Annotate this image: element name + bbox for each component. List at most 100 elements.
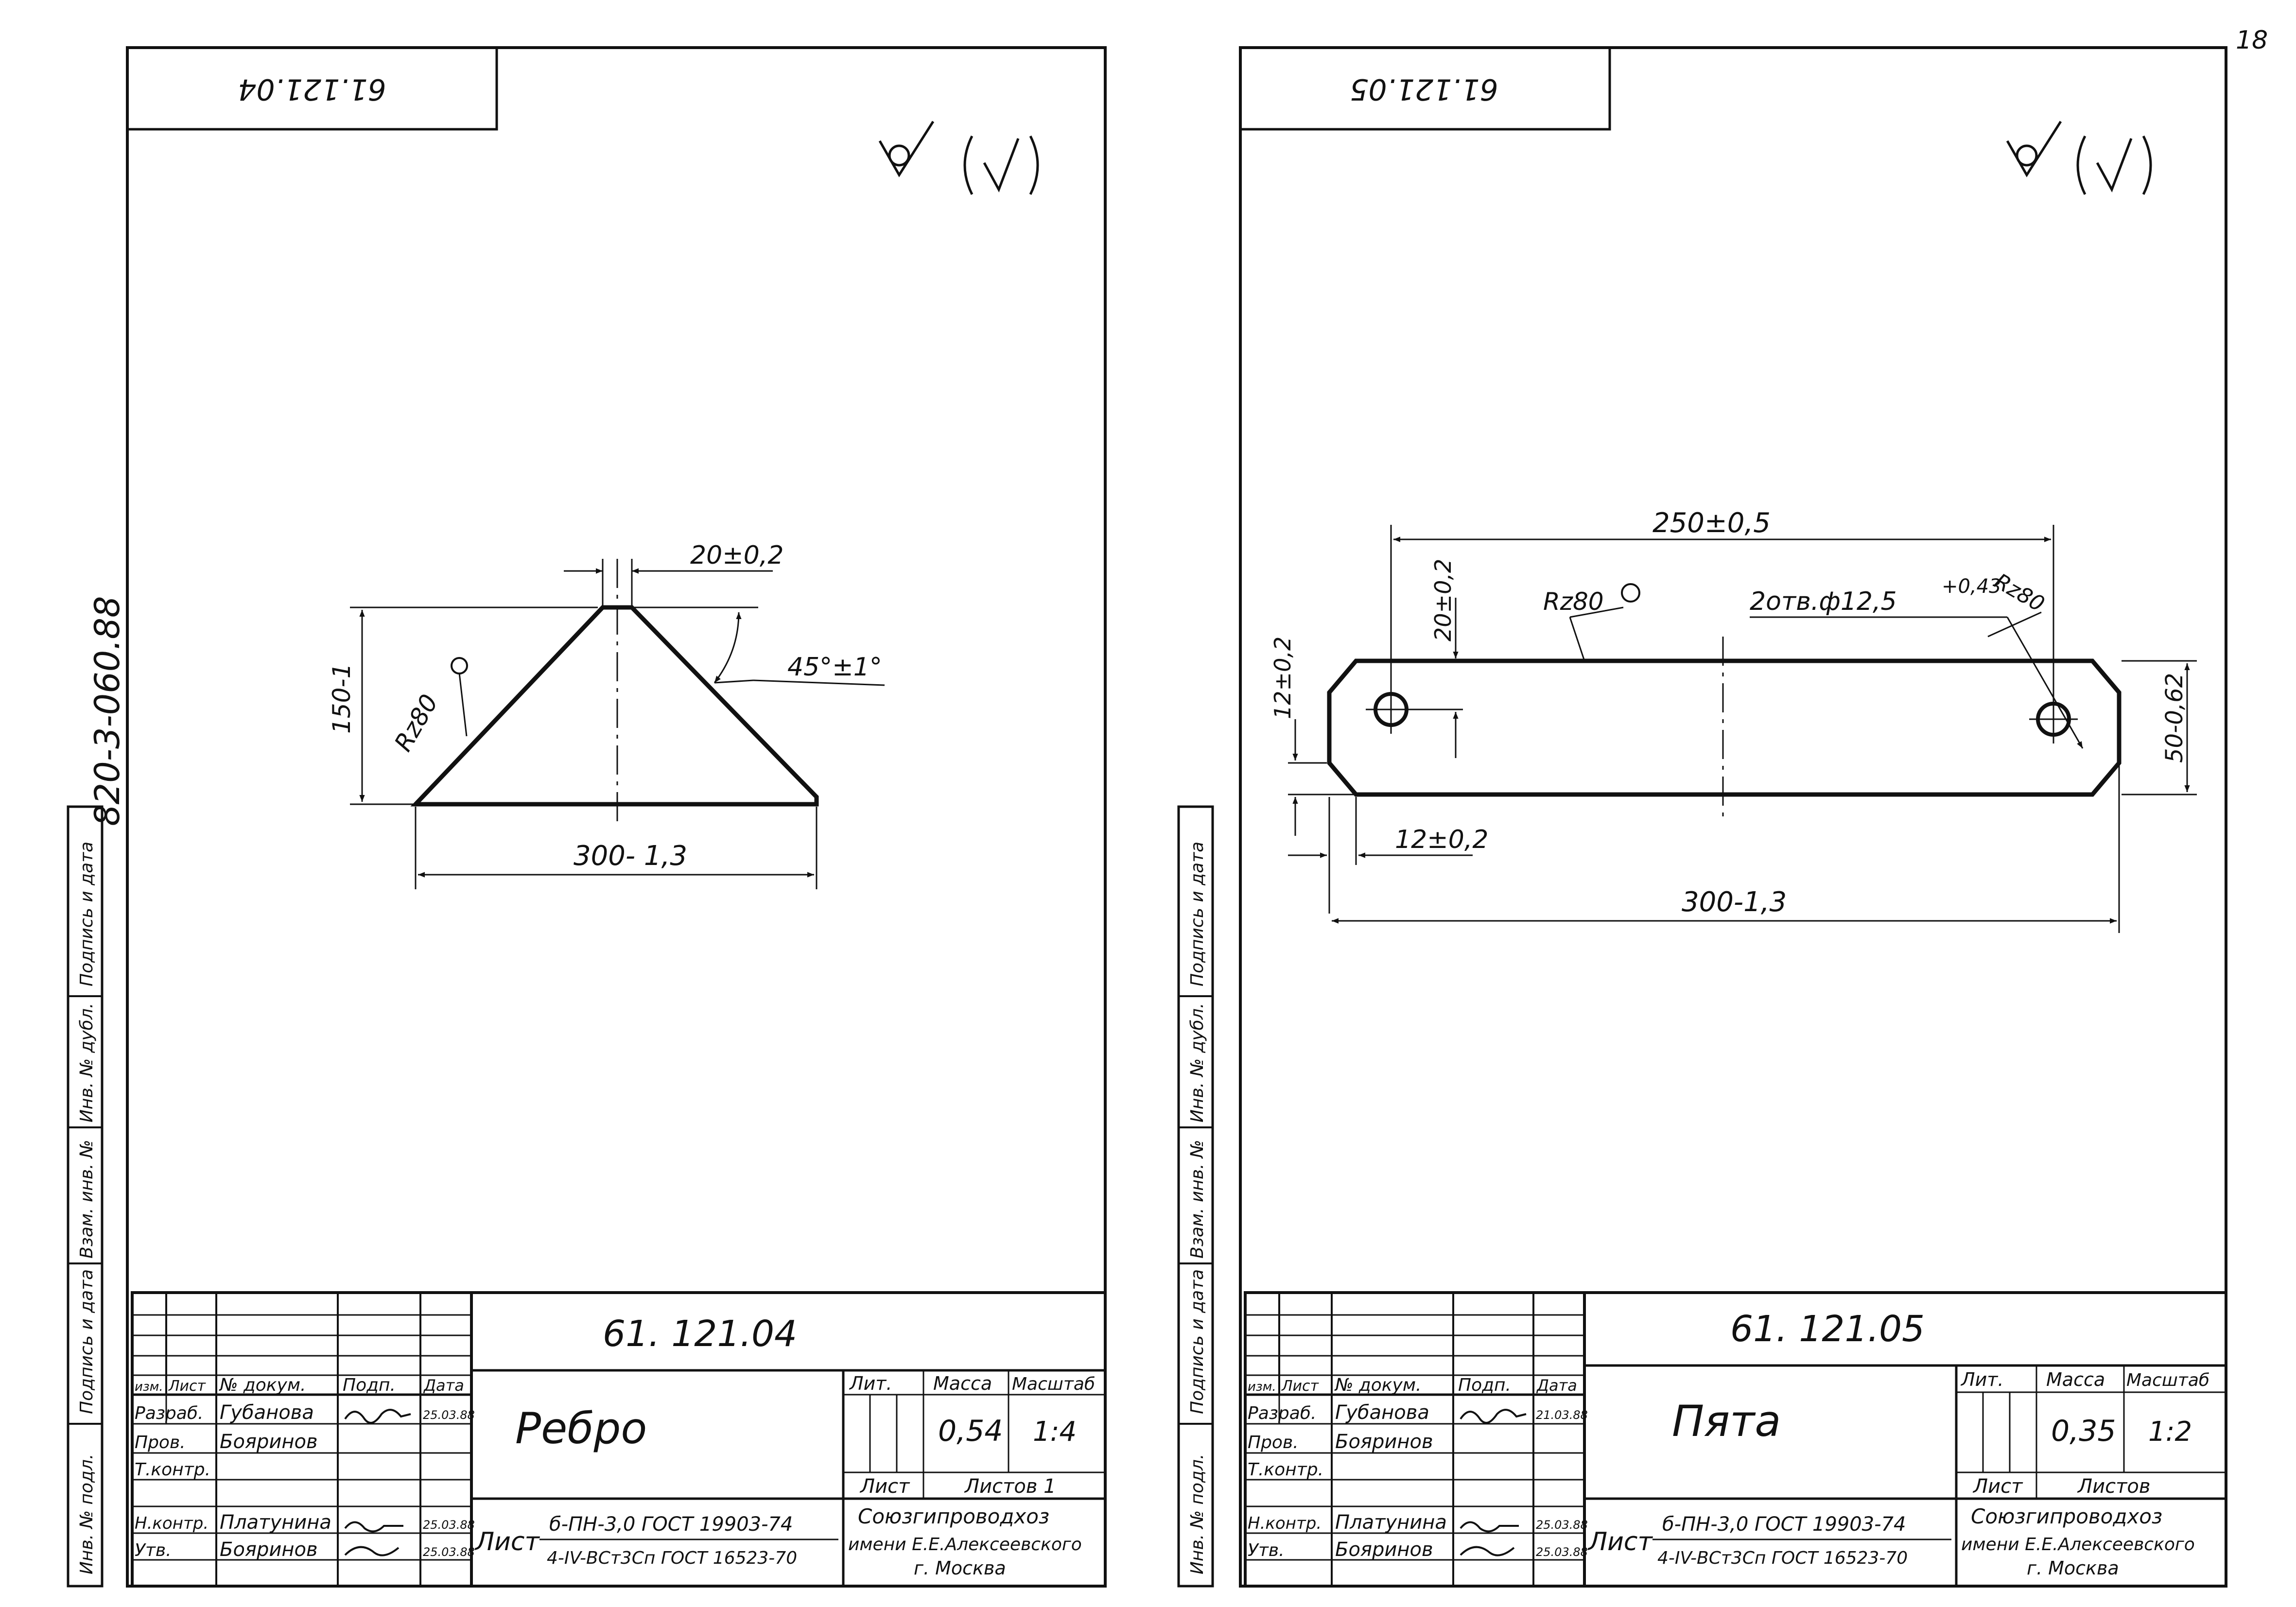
tb-material-top: б-ПН-3,0 ГОСТ 19903-74 <box>549 1513 793 1536</box>
dim-roughness-top: Rz80 <box>1543 588 1604 616</box>
side-vzam-inv: Взам. инв. № <box>77 1140 97 1259</box>
side-stamp: Подпись и дата Инв. № дубл. Взам. инв. №… <box>67 805 104 1588</box>
tb-mass: 0,54 <box>938 1414 1003 1448</box>
tb-material-prefix: Лист <box>1587 1527 1653 1556</box>
sheet-left: 61.121.04 820-3-060.88 Подпись и дата Ин… <box>67 46 1107 1588</box>
tb-lit-label: Лит. <box>1960 1369 2004 1390</box>
tb-role-5: Утв. <box>135 1540 172 1560</box>
tb-role-4: Н.контр. <box>135 1514 209 1533</box>
tb-designation: 61. 121.04 <box>603 1313 797 1355</box>
tb-date-4: 25.03.88 <box>1536 1518 1588 1532</box>
signature-1 <box>344 1409 411 1424</box>
tb-date-5: 25.03.88 <box>423 1545 475 1559</box>
dim-height: 150-1 <box>328 663 356 734</box>
tb-person-4: Платунина <box>1335 1511 1447 1534</box>
side-podpis-2: Подпись и дата <box>1187 1269 1207 1414</box>
signature-3 <box>1460 1546 1515 1556</box>
corner-code-box <box>126 46 498 131</box>
tb-hdr-date: Дата <box>423 1376 464 1395</box>
tb-hdr-podp: Подп. <box>1458 1375 1511 1395</box>
tb-designation: 61. 121.05 <box>1730 1308 1925 1350</box>
signature-2 <box>344 1521 403 1533</box>
tb-mass-label: Масса <box>2046 1369 2105 1390</box>
tb-org-2: имени Е.Е.Алексеевского <box>848 1535 1082 1555</box>
side-inv-dubl: Инв. № дубл. <box>1187 1003 1207 1123</box>
dim-left-vertical: 12±0,2 <box>1270 637 1296 719</box>
side-inv-podl: Инв. № подл. <box>77 1454 97 1574</box>
side-inv-dubl: Инв. № дубл. <box>77 1003 97 1123</box>
tb-org-3: г. Москва <box>914 1557 1006 1579</box>
tb-hdr-list: Лист <box>1281 1378 1320 1395</box>
tb-sheet-label: Лист <box>859 1475 910 1498</box>
tb-sheets-label: Листов 1 <box>964 1475 1056 1498</box>
tb-hdr-doc: № докум. <box>219 1375 306 1395</box>
title-block-left: 61. 121.04 Ребро изм. Лист № докум. Подп… <box>131 1291 1107 1588</box>
signature-2 <box>1460 1521 1519 1533</box>
dim-holes: 2отв.ф12,5 <box>1750 587 1897 616</box>
side-podpis-1: Подпись и дата <box>1187 842 1207 986</box>
tb-date-4: 25.03.88 <box>423 1518 475 1532</box>
dim-hole-offset-top: 20±0,2 <box>1430 559 1456 641</box>
tb-person-4: Платунина <box>220 1511 331 1534</box>
page-number: 18 <box>2236 26 2268 55</box>
tb-scale: 1:4 <box>1033 1416 1077 1448</box>
title-block-right: 61. 121.05 Пята изм. Лист № докум. Подп.… <box>1244 1291 2227 1588</box>
side-stamp: Подпись и дата Инв. № дубл. Взам. инв. №… <box>1177 805 1214 1588</box>
tb-hdr-izm: изм. <box>135 1380 163 1394</box>
tb-scale: 1:2 <box>2148 1416 2192 1448</box>
tb-role-0: Разраб. <box>1248 1403 1316 1423</box>
corner-code: 61.121.04 <box>238 72 386 106</box>
dim-chamfer: 12±0,2 <box>1395 825 1488 854</box>
tb-role-0: Разраб. <box>135 1403 203 1423</box>
tb-name: Ребро <box>515 1403 647 1453</box>
tb-person-5: Бояринов <box>220 1538 318 1561</box>
sheet-right: 61.121.05 Подпись и дата Инв. № дубл. Вз… <box>1177 46 2227 1588</box>
dim-roughness: Rz80 <box>389 690 444 756</box>
tb-material-bottom: 4-IV-ВСт3Сп ГОСТ 16523-70 <box>1657 1548 1908 1568</box>
surface-roughness-icon <box>878 121 1039 195</box>
tb-role-2: Т.контр. <box>135 1460 210 1480</box>
tb-date-0: 21.03.88 <box>1536 1408 1588 1422</box>
tb-role-1: Пров. <box>1248 1433 1299 1452</box>
tb-material-prefix: Лист <box>474 1527 540 1556</box>
tb-material-bottom: 4-IV-ВСт3Сп ГОСТ 16523-70 <box>547 1548 797 1568</box>
surface-roughness-icon <box>2006 121 2152 195</box>
dim-angle: 45°±1° <box>787 653 882 682</box>
tb-org-3: г. Москва <box>2027 1557 2119 1579</box>
tb-role-4: Н.контр. <box>1248 1514 1322 1533</box>
tb-hdr-izm: изм. <box>1248 1380 1276 1394</box>
corner-code-box <box>1239 46 1611 131</box>
tb-hdr-date: Дата <box>1536 1376 1577 1395</box>
tb-date-0: 25.03.88 <box>423 1408 475 1422</box>
tb-sheet-label: Лист <box>1972 1475 2023 1498</box>
tb-sheets-label: Листов <box>2077 1475 2150 1498</box>
tb-person-5: Бояринов <box>1335 1538 1433 1561</box>
tb-org-1: Союзгипроводхоз <box>858 1504 1049 1528</box>
tb-lit-label: Лит. <box>849 1373 892 1394</box>
tb-person-0: Губанова <box>1335 1401 1429 1424</box>
series-code: 820-3-060.88 <box>87 596 127 826</box>
tb-person-1: Бояринов <box>220 1431 318 1453</box>
tb-person-1: Бояринов <box>1335 1431 1433 1453</box>
signature-1 <box>1460 1409 1527 1424</box>
side-inv-podl: Инв. № подл. <box>1187 1454 1207 1574</box>
dim-holes-tol: +0,43 <box>1942 575 2001 598</box>
corner-code: 61.121.05 <box>1350 72 1498 106</box>
side-podpis-2: Подпись и дата <box>77 1269 97 1414</box>
tb-role-1: Пров. <box>135 1433 186 1452</box>
tb-hdr-podp: Подп. <box>343 1375 396 1395</box>
part-pyata: 250±0,5 20±0,2 Rz80 2отв.ф12,5 +0,43 Rz8… <box>1270 507 2197 933</box>
dim-roughness-hole: Rz80 <box>1990 569 2049 617</box>
tb-name: Пята <box>1672 1396 1781 1446</box>
tb-mass-label: Масса <box>933 1373 992 1394</box>
dim-length: 300-1,3 <box>1682 886 1787 918</box>
tb-org-1: Союзгипроводхоз <box>1971 1504 2162 1528</box>
dim-top-width: 20±0,2 <box>690 541 783 570</box>
tb-material-top: б-ПН-3,0 ГОСТ 19903-74 <box>1662 1513 1906 1536</box>
dim-length-holes: 250±0,5 <box>1652 507 1771 539</box>
tb-person-0: Губанова <box>220 1401 314 1424</box>
tb-role-5: Утв. <box>1248 1540 1285 1560</box>
side-podpis-1: Подпись и дата <box>77 842 97 986</box>
tb-date-5: 25.03.88 <box>1536 1545 1588 1559</box>
